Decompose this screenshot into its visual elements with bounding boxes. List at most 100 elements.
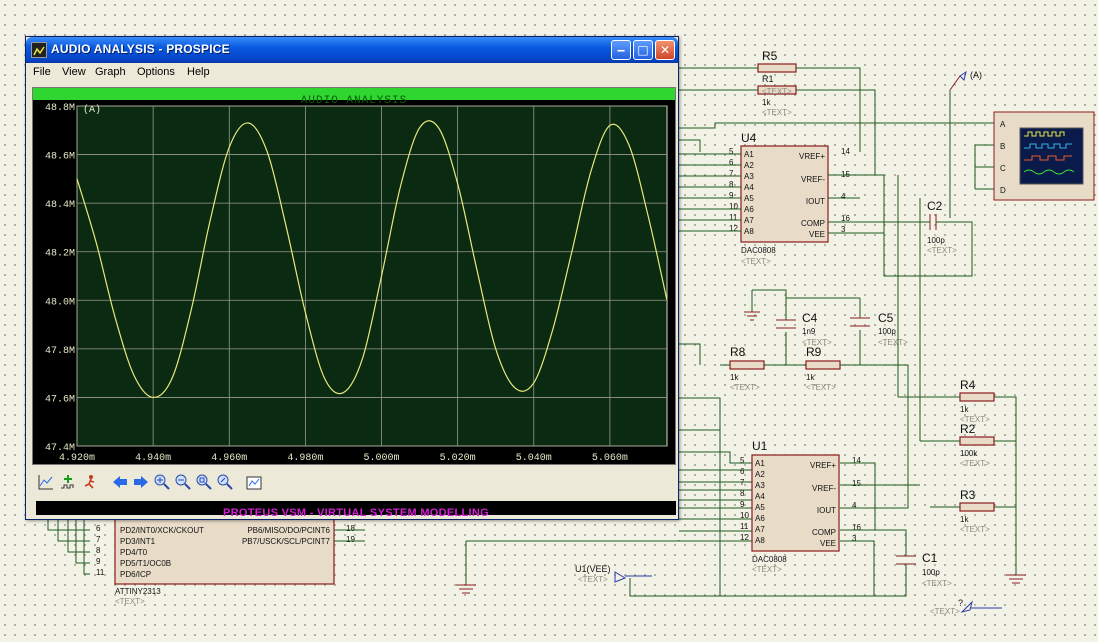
- resistor-r5[interactable]: R5 R1 <TEXT> 1k <TEXT>: [757, 49, 797, 117]
- c4-label: C4: [802, 311, 818, 325]
- dac-pin-label: A5: [755, 503, 765, 512]
- dac-pin-number: 14: [852, 456, 861, 465]
- probe-q-text: <TEXT>: [930, 607, 960, 616]
- dac-u4[interactable]: U4 DAC0808 <TEXT> A15A26A37A48A59A610A71…: [729, 131, 850, 266]
- r8-label: R8: [730, 345, 746, 359]
- dac-pin-number: 16: [841, 214, 850, 223]
- dac-pin-number: 3: [852, 534, 857, 543]
- plot-area: [76, 105, 668, 447]
- dac-pin-number: 8: [729, 180, 734, 189]
- next-icon[interactable]: [131, 473, 151, 493]
- u1-vee-text: <TEXT>: [578, 575, 608, 584]
- dac-pin-label: VREF-: [812, 484, 836, 493]
- y-tick-label: 48.6M: [45, 152, 75, 163]
- y-tick-label: 48.4M: [45, 200, 75, 211]
- attiny-pin-number: 7: [96, 535, 101, 544]
- r5-label: R5: [762, 49, 778, 63]
- dac-pin-label: A6: [755, 514, 765, 523]
- attiny-pin-number: 11: [96, 568, 105, 577]
- title-bar[interactable]: AUDIO ANALYSIS - PROSPICE ‒ □ ✕: [26, 37, 678, 63]
- menu-help[interactable]: Help: [187, 66, 210, 78]
- dac-pin-label: A1: [755, 459, 765, 468]
- dac-pin-number: 5: [740, 456, 745, 465]
- dac-pin-label: VEE: [820, 539, 836, 548]
- capacitor-c5[interactable]: C5 100p <TEXT>: [850, 311, 908, 347]
- r3-label: R3: [960, 488, 976, 502]
- dac-pin-number: 16: [852, 523, 861, 532]
- u1-part: DAC0808: [752, 555, 787, 564]
- resistor-r3[interactable]: R3 1k <TEXT>: [959, 488, 995, 534]
- attiny-pin-label: PB7/USCK/SCL/PCINT7: [242, 537, 331, 546]
- dac-pin-label: A8: [755, 536, 765, 545]
- attiny-part: ATTINY2313: [115, 587, 161, 596]
- y-tick-label: 47.8M: [45, 346, 75, 357]
- zoom-area-icon[interactable]: [215, 473, 235, 493]
- zoom-in-icon[interactable]: [152, 473, 172, 493]
- menu-options[interactable]: Options: [137, 66, 175, 78]
- x-tick-label: 5.020m: [440, 453, 476, 464]
- attiny-pin-number: 8: [96, 546, 101, 555]
- resistor-r4[interactable]: R4 1k <TEXT>: [959, 378, 995, 424]
- dac-pin-label: A7: [744, 216, 754, 225]
- u4-label: U4: [741, 131, 757, 145]
- simulate-icon[interactable]: [80, 473, 100, 493]
- u1-vee-label: U1(VEE): [575, 564, 611, 574]
- dac-pin-number: 4: [852, 501, 857, 510]
- audio-analysis-window[interactable]: AUDIO ANALYSIS - PROSPICE ‒ □ ✕ File Vie…: [25, 36, 679, 520]
- r9-label: R9: [806, 345, 822, 359]
- dac-pin-number: 9: [740, 500, 745, 509]
- minimize-button[interactable]: ‒: [611, 40, 631, 60]
- zoom-out-icon[interactable]: [173, 473, 193, 493]
- probe-unnamed[interactable]: <TEXT> ?: [930, 598, 1002, 616]
- r5b-text: <TEXT>: [762, 108, 792, 117]
- dac-u1[interactable]: U1 DAC0808 <TEXT> A15A26A37A48A59A610A71…: [740, 439, 861, 574]
- r4-value: 1k: [960, 405, 969, 414]
- probe-u1-vee[interactable]: U1(VEE) <TEXT>: [575, 564, 720, 597]
- r8-text: <TEXT>: [730, 383, 760, 392]
- r4-label: R4: [960, 378, 976, 392]
- dac-pin-number: 15: [852, 479, 861, 488]
- add-trace-icon[interactable]: [58, 473, 78, 493]
- menu-file[interactable]: File: [33, 66, 51, 78]
- c2-text: <TEXT>: [927, 246, 957, 255]
- dac-pin-number: 4: [841, 192, 846, 201]
- graph-icon[interactable]: [36, 473, 56, 493]
- capacitor-c2[interactable]: C2 100p <TEXT>: [927, 199, 957, 255]
- resistor-r2[interactable]: R2 100k <TEXT>: [959, 422, 995, 468]
- menu-graph[interactable]: Graph: [95, 66, 126, 78]
- dac-pin-number: 8: [740, 489, 745, 498]
- attiny2313[interactable]: PD2/INT0/XCK/CKOUT6PD3/INT17PD4/T08PD5/T…: [96, 517, 355, 606]
- dac-pin-number: 12: [729, 224, 738, 233]
- attiny-pin-label: PD6/ICP: [120, 570, 151, 579]
- zoom-all-icon[interactable]: [194, 473, 214, 493]
- c5-label: C5: [878, 311, 894, 325]
- status-text: PROTEUS VSM - VIRTUAL SYSTEM MODELLING: [222, 507, 490, 519]
- dac-pin-number: 12: [740, 533, 749, 542]
- graph-toolbar: [30, 469, 676, 497]
- menu-view[interactable]: View: [62, 66, 86, 78]
- close-button[interactable]: ✕: [655, 40, 675, 60]
- capacitor-c1[interactable]: C1 100p <TEXT>: [896, 551, 952, 588]
- trace-line: [76, 120, 668, 399]
- probe-a[interactable]: (A): [949, 70, 982, 91]
- resistor-r8[interactable]: R8 1k <TEXT>: [729, 345, 765, 392]
- r2-text: <TEXT>: [960, 459, 990, 468]
- maximize-button[interactable]: □: [633, 40, 653, 60]
- export-icon[interactable]: [244, 473, 264, 493]
- trace-label: (A): [83, 104, 101, 116]
- r9-text: <TEXT>: [806, 383, 836, 392]
- capacitor-c4[interactable]: C4 1n9 <TEXT>: [776, 311, 832, 347]
- window-title: AUDIO ANALYSIS - PROSPICE: [51, 42, 230, 56]
- resistor-r9[interactable]: R9 1k <TEXT>: [805, 345, 841, 392]
- y-tick-label: 48.2M: [45, 249, 75, 260]
- r3-text: <TEXT>: [960, 525, 990, 534]
- attiny-pin-number: 6: [96, 524, 101, 533]
- audio-analysis-chart[interactable]: 48.8M48.6M48.4M48.2M48.0M47.8M47.6M47.4M…: [33, 100, 675, 464]
- prev-icon[interactable]: [110, 473, 130, 493]
- y-tick-label: 48.8M: [45, 103, 75, 114]
- y-tick-label: 48.0M: [45, 297, 75, 308]
- dac-pin-label: VEE: [809, 230, 825, 239]
